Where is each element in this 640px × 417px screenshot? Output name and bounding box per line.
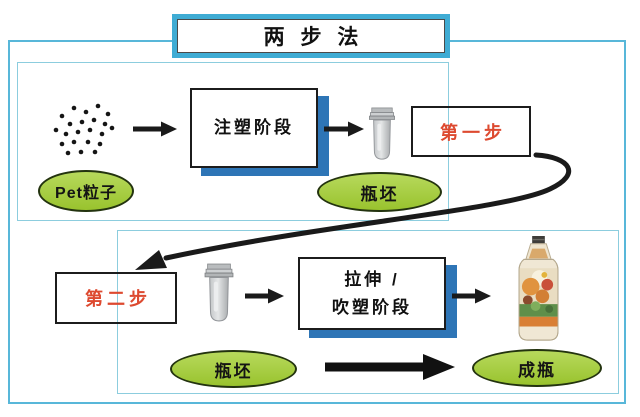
step1-label-box: 第一步: [411, 106, 531, 157]
preform-ellipse-step2: 瓶坯: [170, 350, 297, 388]
preform-label-step2: 瓶坯: [214, 361, 253, 381]
finished-bottle-label: 成瓶: [518, 360, 556, 380]
step1-label: 第一步: [440, 122, 506, 143]
preform-label-step1: 瓶坯: [360, 184, 399, 204]
injection-stage-box: 注塑阶段: [190, 88, 318, 168]
pet-granules-label: Pet粒子: [55, 185, 117, 202]
stretch-blow-stage-label-line1: 拉伸 /: [344, 270, 400, 290]
diagram-title-box: 两 步 法: [172, 14, 450, 58]
preform-ellipse-step1: 瓶坯: [317, 172, 442, 212]
step2-label-box: 第二步: [55, 272, 177, 324]
pet-granules-ellipse: Pet粒子: [38, 170, 134, 212]
stretch-blow-stage-box: 拉伸 / 吹塑阶段: [298, 257, 446, 330]
injection-stage-label: 注塑阶段: [214, 118, 294, 138]
stretch-blow-stage-label-line2: 吹塑阶段: [332, 297, 412, 317]
finished-bottle-ellipse: 成瓶: [472, 349, 602, 387]
diagram-title: 两 步 法: [177, 19, 445, 53]
step2-label: 第二步: [85, 289, 151, 309]
